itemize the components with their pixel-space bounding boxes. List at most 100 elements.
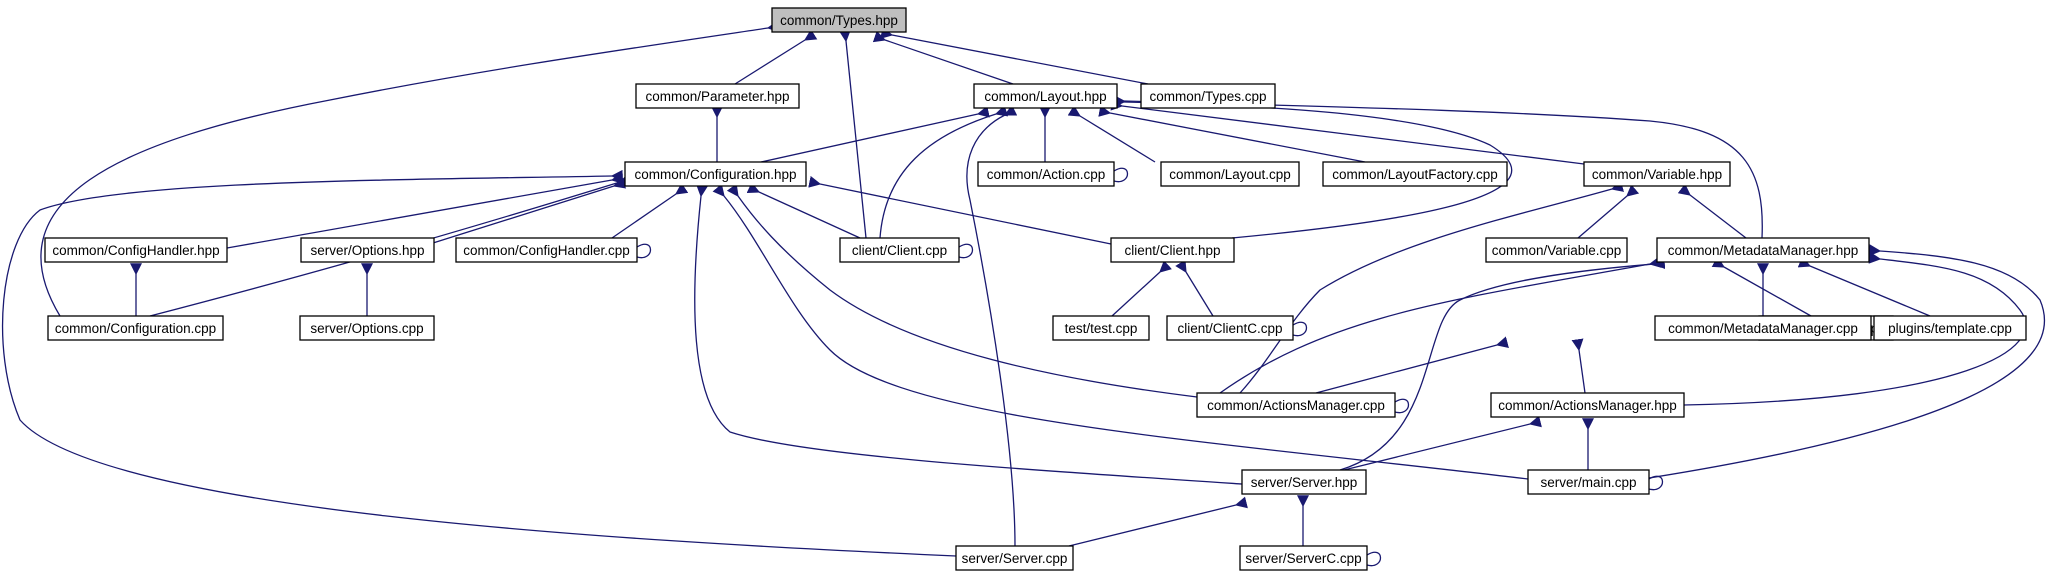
node-box <box>1196 392 1396 418</box>
node-box <box>1490 392 1685 418</box>
node-box <box>1239 545 1368 571</box>
node-configuration-hpp[interactable]: common/Configuration.hpp <box>624 161 807 187</box>
node-box <box>1110 237 1235 263</box>
node-box <box>973 83 1118 109</box>
node-box <box>299 315 435 341</box>
nodes: common/Types.hpp common/Parameter.hpp comm… <box>44 7 2027 571</box>
edge-client_hpp-includes-configuration_hpp <box>808 175 1112 245</box>
edge-template_cpp-includes-metadatamanager_hpp <box>1797 256 1931 317</box>
node-label: common/ConfigHandler.cpp <box>463 243 630 258</box>
edge-variable_cpp-includes-variable_hpp <box>1577 184 1640 239</box>
node-box <box>1654 315 1872 341</box>
edge-layout_hpp-includes-types_hpp <box>872 30 1014 85</box>
node-box <box>1140 83 1276 109</box>
node-box <box>977 161 1115 187</box>
node-label: common/Layout.cpp <box>1169 167 1291 182</box>
node-label: server/Server.hpp <box>1251 475 1358 490</box>
node-box <box>1873 315 2027 341</box>
node-label: test/test.cpp <box>1065 321 1138 336</box>
node-box <box>1052 315 1150 341</box>
node-actionsmanager-cpp[interactable]: common/ActionsManager.cpp <box>1196 392 1396 418</box>
edge-clientc_cpp-includes-client_hpp <box>1175 259 1214 317</box>
node-confighandler-cpp[interactable]: common/ConfigHandler.cpp <box>455 237 638 263</box>
node-label: plugins/template.cpp <box>1888 321 2012 336</box>
node-label: server/Server.cpp <box>962 551 1068 566</box>
node-label: server/main.cpp <box>1540 475 1636 490</box>
node-layout-hpp[interactable]: common/Layout.hpp <box>973 83 1118 109</box>
edge-actionsmanager_cpp-includes-variable_hpp <box>1239 180 1625 394</box>
node-parameter-hpp[interactable]: common/Parameter.hpp <box>635 83 800 109</box>
node-client-hpp[interactable]: client/Client.hpp <box>1110 237 1235 263</box>
node-label: common/Types.cpp <box>1149 89 1266 104</box>
node-clientc-cpp[interactable]: client/ClientC.cpp <box>1166 315 1294 341</box>
edge-configuration_cpp-includes-configuration_hpp <box>149 173 633 317</box>
edge-actionsmanager_hpp-includes-action_hpp <box>1571 338 1586 394</box>
node-box <box>1241 469 1367 495</box>
node-label: client/Client.hpp <box>1124 243 1220 258</box>
node-confighandler-hpp[interactable]: common/ConfigHandler.hpp <box>44 237 228 263</box>
node-box <box>771 7 907 33</box>
edge-variable_hpp-includes-layout_hpp <box>1110 98 1585 165</box>
node-configuration-cpp[interactable]: common/Configuration.cpp <box>47 315 224 341</box>
node-main-cpp[interactable]: server/main.cpp <box>1527 469 1650 495</box>
edge-metadatamanager_hpp-includes-variable_hpp <box>1677 183 1747 239</box>
node-server-hpp[interactable]: server/Server.hpp <box>1241 469 1367 495</box>
node-box <box>1322 161 1508 187</box>
node-label: common/LayoutFactory.cpp <box>1332 167 1498 182</box>
node-types-cpp[interactable]: common/Types.cpp <box>1140 83 1276 109</box>
edge-configuration_cpp-includes-types_hpp <box>40 20 780 317</box>
node-box <box>1656 237 1870 263</box>
node-label: server/ServerC.cpp <box>1245 551 1361 566</box>
edge-self-loop-clientc_cpp <box>1280 321 1307 338</box>
node-box <box>44 237 228 263</box>
edge-configuration_hpp-includes-layout_hpp <box>760 105 990 163</box>
node-action-cpp[interactable]: common/Action.cpp <box>977 161 1115 187</box>
node-box <box>1166 315 1294 341</box>
edge-server_cpp-includes-configuration_hpp <box>1 169 957 557</box>
node-label: common/Action.cpp <box>987 167 1106 182</box>
node-box <box>1583 161 1731 187</box>
node-box <box>1527 469 1650 495</box>
node-options-hpp[interactable]: server/Options.hpp <box>300 237 435 263</box>
edge-self-loop-actionsmanager_cpp <box>1382 398 1409 415</box>
node-box <box>635 83 800 109</box>
node-template-cpp[interactable]: plugins/template.cpp <box>1873 315 2027 341</box>
node-variable-hpp[interactable]: common/Variable.hpp <box>1583 161 1731 187</box>
edge-server_hpp-includes-metadatamanager_hpp <box>1339 257 1666 471</box>
edge-confighandler_hpp-includes-configuration_hpp <box>226 172 624 249</box>
node-label: common/ActionsManager.cpp <box>1207 398 1385 413</box>
edge-layoutfactory_cpp-includes-layout_hpp <box>1098 105 1366 163</box>
edge-main_cpp-includes-configuration_hpp <box>712 183 1529 480</box>
node-client-cpp[interactable]: client/Client.cpp <box>839 237 960 263</box>
edge-action_hpp-includes-metadatamanager_hpp <box>1711 256 1812 317</box>
node-layoutfactory-cpp[interactable]: common/LayoutFactory.cpp <box>1322 161 1508 187</box>
node-box <box>1160 161 1300 187</box>
node-label: common/Configuration.hpp <box>634 167 796 182</box>
node-server-cpp[interactable]: server/Server.cpp <box>955 545 1074 571</box>
edge-self-loop-confighandler_cpp <box>624 243 651 260</box>
edge-client_cpp-includes-configuration_hpp <box>746 182 861 239</box>
node-test-cpp[interactable]: test/test.cpp <box>1052 315 1150 341</box>
node-metadatamanager-cpp[interactable]: common/MetadataManager.cpp <box>1654 315 1872 341</box>
node-actionsmanager-hpp[interactable]: common/ActionsManager.hpp <box>1490 392 1685 418</box>
node-box <box>1485 237 1628 263</box>
node-types-hpp: common/Types.hpp <box>771 7 907 33</box>
node-box <box>455 237 638 263</box>
node-label: common/ActionsManager.hpp <box>1498 398 1677 413</box>
node-options-cpp[interactable]: server/Options.cpp <box>299 315 435 341</box>
edge-client_cpp-includes-layout_hpp <box>879 105 1009 239</box>
node-metadatamanager-hpp[interactable]: common/MetadataManager.hpp <box>1656 237 1870 263</box>
node-layout-cpp[interactable]: common/Layout.cpp <box>1160 161 1300 187</box>
edge-confighandler_cpp-includes-configuration_hpp <box>611 182 689 239</box>
edge-client_cpp-includes-types_hpp <box>838 29 867 239</box>
node-label: common/Types.hpp <box>780 13 898 28</box>
edge-server_cpp-includes-layout_hpp <box>966 104 1018 547</box>
node-label: client/ClientC.cpp <box>1177 321 1282 336</box>
edge-self-loop-main_cpp <box>1636 475 1663 492</box>
node-variable-cpp[interactable]: common/Variable.cpp <box>1485 237 1628 263</box>
node-label: common/MetadataManager.hpp <box>1668 243 1859 258</box>
node-label: server/Options.cpp <box>310 321 423 336</box>
node-box <box>955 545 1074 571</box>
edge-server_hpp-includes-actionsmanager_hpp <box>1343 415 1542 471</box>
node-serverc-cpp[interactable]: server/ServerC.cpp <box>1239 545 1368 571</box>
